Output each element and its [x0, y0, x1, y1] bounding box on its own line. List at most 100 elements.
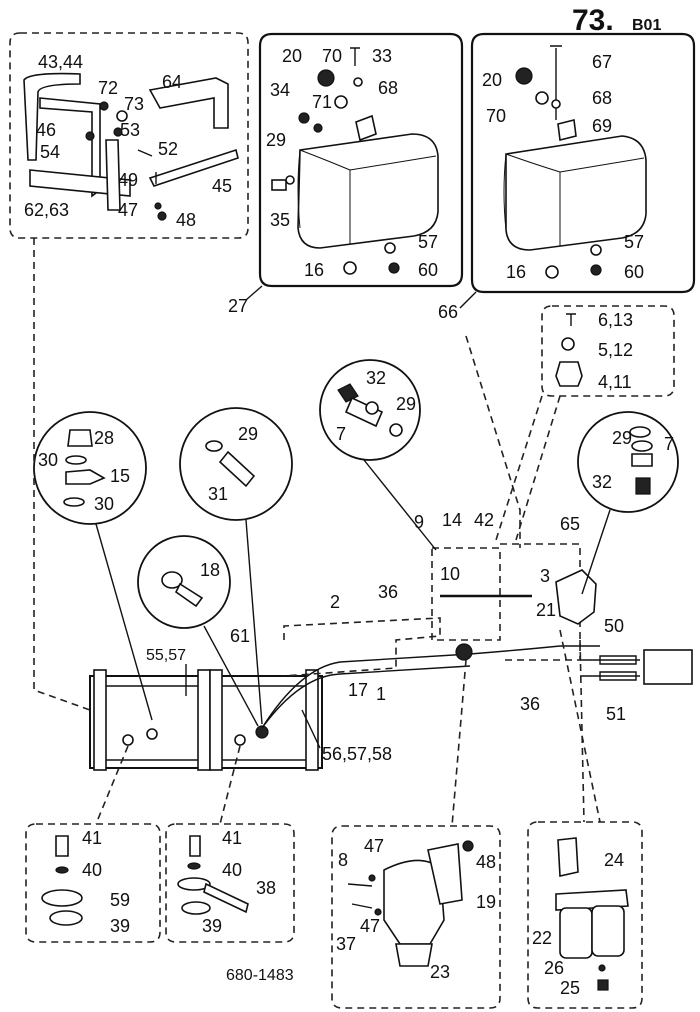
callout-4-11: 4,11 — [598, 372, 632, 392]
callout-49: 49 — [118, 170, 138, 190]
page-number: 73. — [572, 4, 614, 37]
callout-40-left: 40 — [82, 860, 102, 880]
washer-29a-part — [285, 175, 295, 185]
callout-57-tank66: 57 — [624, 232, 644, 252]
leader-feed-pump — [451, 659, 467, 827]
fuel-tank-group-27: 20 70 33 68 34 71 29 35 57 16 60 27 — [228, 32, 464, 316]
leader-sight-right — [219, 745, 241, 825]
banjo-detail-circle-a: 32 29 7 — [319, 359, 421, 461]
bolt-52-part — [137, 149, 153, 157]
callout-29-upper: 29 — [396, 394, 416, 414]
leader-banjo-group — [495, 395, 543, 541]
callout-19: 19 — [476, 892, 496, 912]
callout-5-12: 5,12 — [598, 340, 633, 360]
drawing-number: 680-1483 — [226, 967, 294, 984]
callout-39-left: 39 — [110, 916, 130, 936]
callout-68-tank66: 68 — [592, 88, 612, 108]
bolt-37-part — [351, 903, 373, 909]
sight-glass-group-right: 41 40 38 39 — [165, 823, 295, 943]
filter-element-22a — [559, 907, 593, 959]
callout-20-tank27: 20 — [282, 46, 302, 66]
leader-banjo-group-b — [515, 395, 561, 541]
bracket-arm-part — [105, 139, 121, 211]
washer-40a-part — [55, 866, 69, 874]
plug-60b-part — [590, 264, 602, 276]
drain-plug-16a-part — [343, 261, 357, 275]
screw-41a-part — [55, 835, 69, 857]
leader-union-detail — [245, 519, 263, 725]
filler-neck-27-part — [355, 114, 377, 142]
hose-union-detail-circle: 18 — [137, 535, 231, 629]
bracket-group: 43,44 72 64 73 46 53 54 52 49 45 62,63 4… — [9, 32, 249, 239]
plug-detail-circle: 28 30 15 30 — [33, 411, 147, 525]
hose-union-detail-outline — [137, 535, 231, 629]
strap-post-mid-left — [197, 669, 211, 771]
callout-47-pump-top: 47 — [364, 836, 384, 856]
callout-29-union: 29 — [238, 424, 258, 444]
callout-7-right: 7 — [664, 434, 674, 454]
callout-67: 67 — [592, 52, 612, 72]
connector-block — [643, 649, 693, 685]
callout-30-lower: 30 — [94, 494, 114, 514]
callout-38: 38 — [256, 878, 276, 898]
callout-39-right: 39 — [202, 916, 222, 936]
leader-banjo-b — [581, 509, 611, 595]
strap-38-part — [203, 882, 249, 914]
callout-17: 17 — [348, 680, 368, 700]
filter-head-22 — [555, 889, 629, 911]
callout-18: 18 — [200, 560, 220, 580]
callout-41-right: 41 — [222, 828, 242, 848]
washer-29b2-part — [389, 423, 403, 437]
callout-15: 15 — [110, 466, 130, 486]
nut-71-part — [313, 123, 323, 133]
callout-69: 69 — [592, 116, 612, 136]
leader-sight-left — [95, 745, 129, 825]
callout-73: 73 — [124, 94, 144, 114]
callout-22: 22 — [532, 928, 552, 948]
callout-70-tank27: 70 — [322, 46, 342, 66]
callout-60-tank27: 60 — [418, 260, 438, 280]
washer-29d2-part — [631, 440, 653, 452]
screw-41b-part — [189, 835, 201, 857]
callout-51: 51 — [606, 704, 626, 724]
callout-55-57: 55,57 — [146, 647, 186, 664]
callout-52: 52 — [158, 139, 178, 159]
callout-65: 65 — [560, 514, 580, 534]
washer-29b-part — [365, 401, 379, 415]
nut-48-part — [157, 211, 167, 221]
nut-54-part — [85, 131, 95, 141]
feed-pump-group: 8 47 48 19 37 47 23 — [331, 825, 501, 1009]
filler-cap-20b-part — [515, 67, 533, 85]
fuel-tank-27-front-face — [297, 149, 437, 244]
fuel-line-1 — [261, 645, 600, 729]
banjo-bolt-32a-part — [337, 383, 359, 403]
callout-25: 25 — [560, 978, 580, 998]
fuel-tank-66-front-face — [503, 153, 645, 246]
washer-30a-part — [65, 455, 87, 465]
washer-29d-part — [629, 426, 651, 438]
cover-38-part — [177, 877, 211, 891]
nut-4-11-part — [555, 361, 583, 387]
banjo-18-ring — [161, 571, 183, 589]
strap-post-right — [305, 669, 319, 771]
callout-37: 37 — [336, 934, 356, 954]
callout-47-bracket: 47 — [118, 200, 138, 220]
sight-glass-group-left: 41 40 59 39 — [25, 823, 161, 943]
callout-8: 8 — [338, 850, 348, 870]
leader-66 — [459, 291, 477, 309]
washer-47b-part — [368, 874, 376, 882]
callout-29-tank27: 29 — [266, 130, 286, 150]
callout-47-pump-bottom: 47 — [360, 916, 380, 936]
callout-30-upper: 30 — [38, 450, 58, 470]
sender-rod-67-part — [550, 45, 562, 120]
banjo-detail-a-outline — [319, 359, 421, 461]
callout-7-upper: 7 — [336, 424, 346, 444]
feed-pump-outline — [331, 825, 501, 1009]
gasket-39b-part — [181, 901, 211, 915]
callout-24: 24 — [604, 850, 624, 870]
callout-32-right: 32 — [592, 472, 612, 492]
banjo-24-part — [557, 837, 579, 877]
plug-28-part — [67, 429, 93, 447]
bolt-8-part — [347, 883, 373, 887]
